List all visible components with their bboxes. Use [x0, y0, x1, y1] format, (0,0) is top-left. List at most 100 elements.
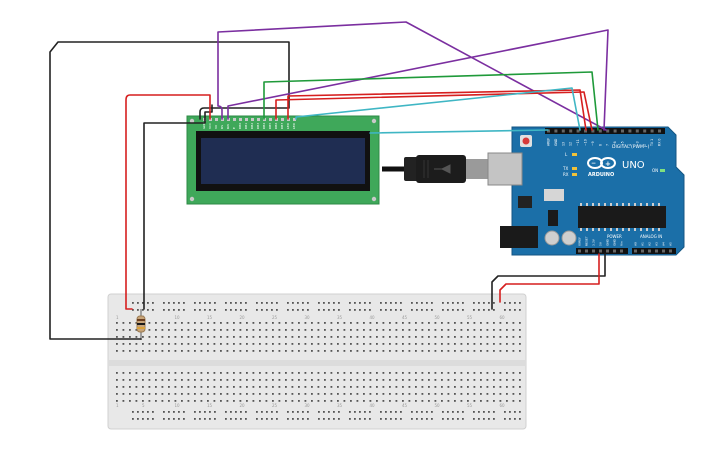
breadboard-hole[interactable]: [486, 322, 489, 324]
breadboard-hole[interactable]: [152, 411, 154, 413]
breadboard-hole[interactable]: [225, 411, 227, 413]
breadboard-hole[interactable]: [155, 329, 157, 331]
breadboard-hole[interactable]: [354, 302, 356, 304]
breadboard-hole[interactable]: [428, 329, 430, 331]
breadboard-hole[interactable]: [447, 336, 450, 338]
breadboard-hole[interactable]: [194, 393, 196, 395]
wire-red-db6-to-d3[interactable]: [287, 89, 587, 131]
breadboard-hole[interactable]: [408, 379, 411, 381]
breadboard-hole[interactable]: [137, 309, 139, 311]
breadboard-hole[interactable]: [467, 400, 469, 402]
breadboard-hole[interactable]: [252, 322, 255, 324]
breadboard-hole[interactable]: [323, 418, 325, 420]
breadboard-hole[interactable]: [235, 411, 237, 413]
breadboard-hole[interactable]: [239, 343, 242, 345]
breadboard-hole[interactable]: [304, 393, 307, 395]
breadboard-hole[interactable]: [129, 386, 131, 388]
breadboard-hole[interactable]: [226, 386, 229, 388]
breadboard-hole[interactable]: [116, 350, 118, 352]
breadboard-hole[interactable]: [452, 302, 454, 304]
breadboard-hole[interactable]: [395, 350, 398, 352]
breadboard-hole[interactable]: [333, 418, 335, 420]
breadboard-hole[interactable]: [183, 302, 185, 304]
breadboard-hole[interactable]: [434, 336, 437, 338]
digital-pin[interactable]: [547, 129, 550, 133]
breadboard-hole[interactable]: [302, 418, 304, 420]
breadboard-hole[interactable]: [174, 336, 177, 338]
breadboard-hole[interactable]: [304, 329, 307, 331]
lcd-pin[interactable]: [269, 118, 272, 121]
breadboard-hole[interactable]: [304, 322, 307, 324]
breadboard-hole[interactable]: [441, 379, 443, 381]
breadboard-hole[interactable]: [400, 302, 402, 304]
breadboard-hole[interactable]: [178, 309, 180, 311]
breadboard-hole[interactable]: [174, 379, 177, 381]
breadboard-hole[interactable]: [298, 386, 300, 388]
breadboard-hole[interactable]: [499, 379, 502, 381]
breadboard-hole[interactable]: [493, 336, 495, 338]
breadboard-hole[interactable]: [174, 393, 177, 395]
breadboard-hole[interactable]: [122, 343, 125, 345]
breadboard-hole[interactable]: [233, 386, 235, 388]
breadboard-hole[interactable]: [161, 350, 164, 352]
breadboard-hole[interactable]: [207, 329, 209, 331]
breadboard-hole[interactable]: [233, 350, 235, 352]
breadboard-hole[interactable]: [187, 386, 190, 388]
breadboard-hole[interactable]: [467, 386, 469, 388]
breadboard-hole[interactable]: [291, 350, 294, 352]
breadboard-hole[interactable]: [519, 336, 521, 338]
breadboard-hole[interactable]: [506, 372, 508, 374]
breadboard-hole[interactable]: [480, 336, 482, 338]
breadboard-hole[interactable]: [135, 329, 138, 331]
breadboard-hole[interactable]: [509, 302, 511, 304]
breadboard-hole[interactable]: [213, 400, 216, 402]
breadboard-hole[interactable]: [460, 336, 463, 338]
breadboard-hole[interactable]: [389, 386, 391, 388]
wire-purple-e-to-d11[interactable]: [227, 29, 609, 131]
breadboard-hole[interactable]: [226, 400, 229, 402]
breadboard-hole[interactable]: [337, 379, 339, 381]
breadboard-hole[interactable]: [389, 393, 391, 395]
breadboard-hole[interactable]: [389, 343, 391, 345]
breadboard-hole[interactable]: [330, 350, 333, 352]
breadboard-hole[interactable]: [454, 400, 456, 402]
breadboard-hole[interactable]: [256, 302, 258, 304]
breadboard-hole[interactable]: [330, 343, 333, 345]
breadboard-hole[interactable]: [256, 411, 258, 413]
breadboard-hole[interactable]: [220, 329, 222, 331]
breadboard-hole[interactable]: [480, 393, 482, 395]
breadboard-hole[interactable]: [278, 343, 281, 345]
breadboard-hole[interactable]: [376, 343, 378, 345]
breadboard-hole[interactable]: [328, 418, 330, 420]
breadboard-hole[interactable]: [135, 400, 138, 402]
breadboard-hole[interactable]: [155, 343, 157, 345]
breadboard-hole[interactable]: [512, 336, 515, 338]
breadboard-hole[interactable]: [369, 350, 372, 352]
breadboard-hole[interactable]: [230, 302, 232, 304]
breadboard-hole[interactable]: [142, 309, 144, 311]
breadboard-hole[interactable]: [359, 418, 361, 420]
breadboard-hole[interactable]: [298, 372, 300, 374]
breadboard-hole[interactable]: [408, 350, 411, 352]
breadboard-hole[interactable]: [337, 322, 339, 324]
breadboard-hole[interactable]: [454, 379, 456, 381]
breadboard-hole[interactable]: [421, 418, 423, 420]
breadboard-hole[interactable]: [122, 372, 125, 374]
breadboard-hole[interactable]: [256, 309, 258, 311]
breadboard-hole[interactable]: [287, 418, 289, 420]
breadboard-hole[interactable]: [434, 372, 437, 374]
breadboard-hole[interactable]: [116, 329, 118, 331]
breadboard-hole[interactable]: [415, 329, 417, 331]
lcd-pin[interactable]: [281, 118, 284, 121]
breadboard-hole[interactable]: [454, 329, 456, 331]
breadboard-hole[interactable]: [462, 309, 464, 311]
breadboard-hole[interactable]: [324, 343, 326, 345]
breadboard-hole[interactable]: [135, 372, 138, 374]
breadboard-hole[interactable]: [408, 322, 411, 324]
breadboard-hole[interactable]: [447, 386, 450, 388]
breadboard-hole[interactable]: [311, 372, 313, 374]
breadboard-hole[interactable]: [239, 350, 242, 352]
breadboard-hole[interactable]: [204, 309, 206, 311]
breadboard-hole[interactable]: [363, 400, 365, 402]
analog-pin[interactable]: [669, 249, 672, 253]
